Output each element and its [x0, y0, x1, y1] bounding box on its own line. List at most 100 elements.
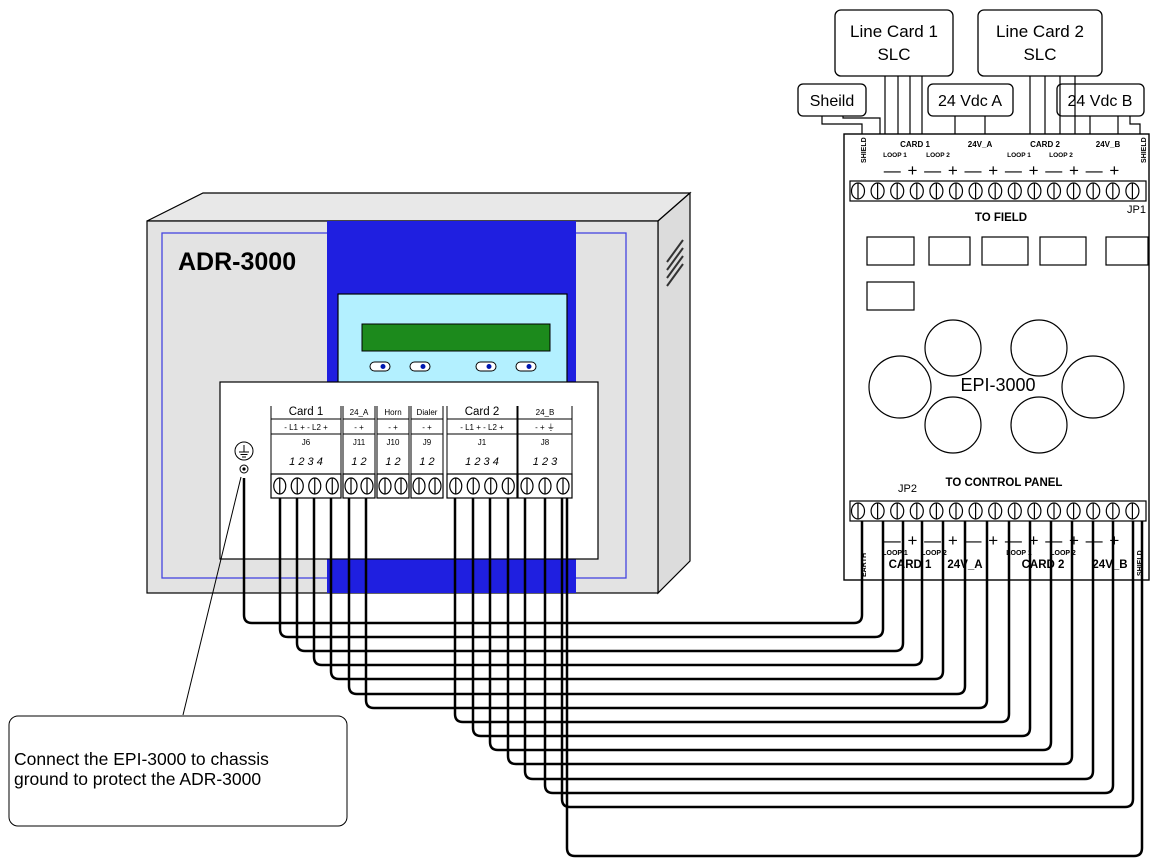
top-polarity: — + — + — + — + — + — +: [884, 161, 1121, 180]
screw-terminal-icon: [466, 477, 480, 495]
screw-terminal-icon: [850, 182, 866, 200]
lcd-button-1[interactable]: [369, 361, 391, 372]
lcd-buttons: [369, 361, 537, 372]
terminal-numbers: 1 2 3 4: [465, 456, 499, 468]
terminal-numbers: 1 2: [419, 456, 434, 468]
jp1-label: JP1: [1127, 204, 1146, 216]
screw-terminal-icon: [909, 502, 924, 520]
bottom-loop2-a: LOOP 2: [921, 550, 947, 557]
screw-terminal-icon: [1007, 182, 1022, 200]
terminal-numbers: 1 2 3: [533, 456, 558, 468]
terminal-group-title: Card 1: [289, 406, 324, 418]
terminal-jumper-label: J11: [353, 438, 366, 447]
line-card-1-sub: SLC: [877, 45, 910, 64]
screw-terminal-icon: [870, 502, 885, 520]
screw-terminal-icon: [890, 502, 905, 520]
harness-wire: [560, 498, 1135, 809]
screw-terminal-icon: [1046, 182, 1062, 200]
top-loop1-a: LOOP 1: [883, 152, 907, 159]
screw-terminal-icon: [520, 477, 534, 495]
vdc-b-label: 24 Vdc B: [1068, 93, 1133, 110]
bottom-shield: SHIELD: [1137, 550, 1144, 576]
terminal-group-polarity: - + ⏚: [535, 423, 555, 432]
screw-terminal-icon: [1046, 502, 1062, 520]
terminal-group-polarity: - +: [422, 423, 432, 432]
screw-terminal-icon: [308, 477, 322, 495]
screw-terminal-icon: [850, 502, 866, 520]
terminal-group-title: Dialer: [417, 408, 438, 417]
harness-wire: [488, 498, 1053, 752]
ground-note-callout: Connect the EPI-3000 to chassis ground t…: [8, 476, 348, 827]
terminal-group: Card 1- L1 + - L2 +J61 2 3 4: [270, 406, 342, 499]
top-24vb: 24V_B: [1096, 140, 1121, 149]
line-card-1-label: Line Card 1: [850, 22, 938, 41]
lcd-screen: [361, 323, 551, 352]
ground-symbol-icon: [234, 441, 254, 474]
sheild-box: Sheild: [797, 83, 867, 117]
terminal-jumper-label: J9: [423, 438, 432, 447]
bottom-loop1-b: LOOP 1: [1006, 550, 1032, 557]
top-card1: CARD 1: [900, 140, 930, 149]
top-shield-left: SHIELD: [861, 137, 868, 163]
note-line-2: ground to protect the ADR-3000: [14, 769, 261, 789]
screw-terminal-icon: [290, 477, 304, 495]
top-shield-right: SHIELD: [1141, 137, 1148, 163]
harness-wire: [471, 498, 1032, 738]
screw-terminal-icon: [1007, 502, 1022, 520]
screw-terminal-icon: [1125, 182, 1140, 200]
screw-terminal-icon: [948, 502, 964, 520]
harness-wire: [453, 498, 1011, 724]
screw-terminal-icon: [449, 477, 463, 495]
terminal-group: Card 2- L1 + - L2 +J11 2 3 4: [446, 406, 518, 499]
lcd-button-3[interactable]: [475, 361, 497, 372]
top-24va: 24V_A: [968, 140, 993, 149]
screw-terminal-icon: [988, 182, 1003, 200]
terminal-jumper-label: J1: [478, 438, 487, 447]
screw-terminal-icon: [1066, 182, 1081, 200]
harness-wire: [565, 498, 1144, 858]
screw-terminal-icon: [538, 477, 552, 495]
terminal-group-polarity: - +: [354, 423, 364, 432]
screw-terminal-icon: [988, 502, 1003, 520]
wiring-harness: [242, 478, 1144, 858]
screw-terminal-icon: [412, 477, 426, 495]
terminal-group-title: Horn: [384, 408, 401, 417]
terminal-group-polarity: - L1 + - L2 +: [284, 423, 328, 432]
terminal-group-polarity: - +: [388, 423, 398, 432]
terminal-numbers: 1 2 3 4: [289, 456, 323, 468]
adr-3000-title: ADR-3000: [178, 248, 296, 276]
screw-terminal-icon: [948, 182, 964, 200]
harness-wire: [242, 478, 864, 625]
line-card-2-sub: SLC: [1023, 45, 1056, 64]
lcd-button-4[interactable]: [515, 361, 537, 372]
jp2-screws: [850, 502, 1140, 520]
top-loop2-b: LOOP 2: [1049, 152, 1073, 159]
lcd-button-2[interactable]: [409, 361, 431, 372]
terminal-numbers: 1 2: [351, 456, 366, 468]
screw-terminal-icon: [1125, 502, 1140, 520]
jp1-screws: [850, 182, 1140, 200]
bottom-earth: EARTH: [861, 553, 868, 577]
screw-terminal-icon: [968, 182, 983, 200]
top-loop2-a: LOOP 2: [926, 152, 950, 159]
vent-slot-icon: [666, 239, 684, 287]
bottom-loop2-b: LOOP 2: [1050, 550, 1076, 557]
vdc-b-box: 24 Vdc B: [1056, 83, 1145, 117]
vdc-a-label: 24 Vdc A: [938, 93, 1002, 110]
screw-terminal-icon: [378, 477, 392, 495]
screw-terminal-icon: [273, 477, 287, 495]
adr-3000-cabinet: ADR-3000 Card 1- L1 + - L2 +J61 2 3 4: [146, 191, 692, 595]
jp2-label: JP2: [898, 483, 917, 495]
adr-terminal-groups: Card 1- L1 + - L2 +J61 2 3 424_A- +J111 …: [270, 406, 573, 499]
terminal-group: Dialer - + J9 1 2: [410, 406, 444, 499]
harness-wire: [295, 498, 905, 653]
line-card-2-box: Line Card 2 SLC: [977, 9, 1103, 77]
harness-wire: [523, 498, 1095, 781]
top-loop1-b: LOOP 1: [1007, 152, 1031, 159]
screw-terminal-icon: [360, 477, 374, 495]
screw-terminal-icon: [1066, 502, 1081, 520]
epi-components: [866, 236, 1149, 454]
screw-terminal-icon: [890, 182, 905, 200]
